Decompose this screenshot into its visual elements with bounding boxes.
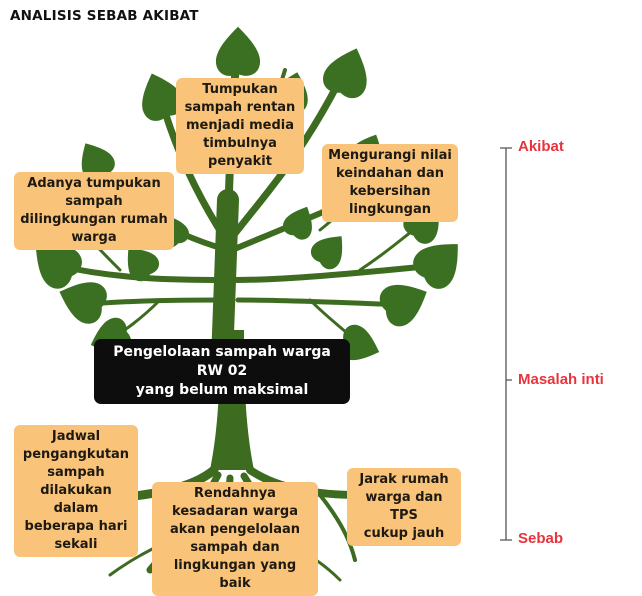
level-label-core: Masalah inti	[518, 371, 604, 388]
cause-note-tps-distance: Jarak rumah warga dan TPS cukup jauh	[347, 468, 461, 546]
leaf-shape	[279, 200, 321, 243]
leaf-shape	[306, 226, 354, 274]
level-label-effect: Akibat	[518, 138, 564, 155]
core-problem-box: Pengelolaan sampah warga RW 02 yang belu…	[94, 339, 350, 404]
effect-note-waste-piles: Adanya tumpukan sampah dilingkungan ruma…	[14, 172, 174, 250]
diagram-canvas: ANALISIS SEBAB AKIBAT Tumpukan sampah re…	[10, 8, 604, 596]
level-label-cause: Sebab	[518, 530, 564, 547]
leaf-shape	[319, 40, 378, 103]
cause-note-collection-schedule: Jadwal pengangkutan sampah dilakukan dal…	[14, 425, 138, 557]
page-title: ANALISIS SEBAB AKIBAT	[10, 8, 199, 24]
effect-note-aesthetic-loss: Mengurangi nilai keindahan dan kebersiha…	[322, 144, 458, 222]
cause-note-low-awareness: Rendahnya kesadaran warga akan pengelola…	[152, 482, 318, 596]
leaf-shape	[215, 26, 261, 76]
effect-note-disease-risk: Tumpukan sampah rentan menjadi media tim…	[176, 78, 304, 174]
